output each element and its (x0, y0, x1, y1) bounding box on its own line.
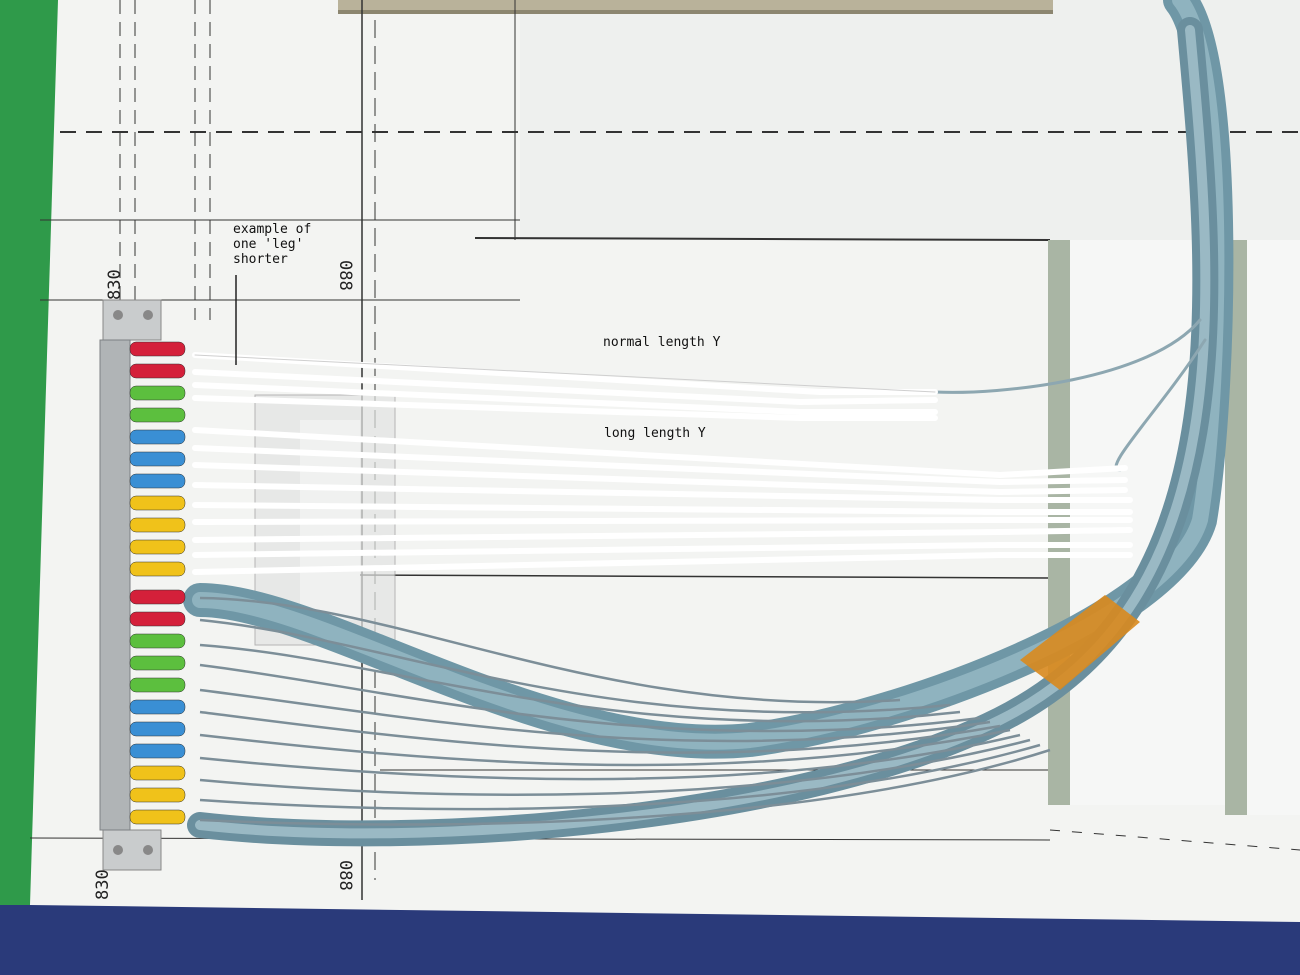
grey-wires (199, 596, 1051, 826)
white-wires-normal (192, 352, 938, 421)
normal-length-label: normal length Y (603, 335, 721, 350)
leg-note-line-3: shorter (233, 252, 288, 267)
dimension-088-top: 088 (335, 260, 355, 291)
dimension-830-bottom: 830 (93, 869, 113, 900)
paper-sheet (520, 0, 1300, 240)
kapton-tape (1020, 595, 1140, 690)
dimension-088-bottom: 088 (335, 860, 355, 891)
connector-block (99, 299, 162, 871)
white-wires-long (192, 427, 1133, 575)
connector-bracket-top (102, 299, 162, 341)
heat-shrink-sleeves (129, 341, 186, 825)
long-length-label: long length Y (604, 426, 706, 441)
leg-note-line-2: one 'leg' (233, 237, 304, 252)
dimension-830-top: 830 (105, 269, 125, 300)
leg-note-line-1: example of (233, 222, 312, 237)
cable-bundle (183, 0, 1234, 847)
fixture-strip-right (1225, 240, 1247, 815)
